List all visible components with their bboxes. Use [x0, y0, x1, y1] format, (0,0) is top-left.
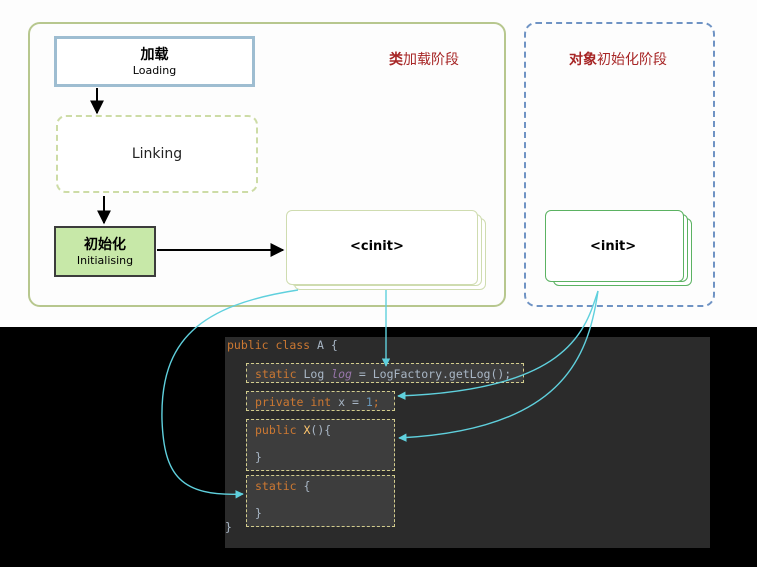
highlight-constructor [246, 419, 395, 471]
class-loading-stage-frame [28, 22, 506, 307]
initialising-en-label: Initialising [76, 253, 134, 267]
code-static-block-rest: { [296, 479, 311, 493]
init-card [545, 210, 684, 282]
code-kw-class: class [275, 338, 311, 352]
code-static-field: static Log log = LogFactory.getLog(); [255, 367, 511, 381]
code-constructor-open: public X(){ [255, 423, 331, 437]
code-num-one: 1 [365, 395, 373, 409]
connector-cinit-to-static-block [161, 289, 299, 499]
connector-init-to-private-field [397, 290, 599, 400]
code-kw-static-block: static [255, 479, 297, 493]
code-static-block-close: } [255, 506, 262, 520]
initialising-node: 初始化 Initialising [54, 226, 156, 277]
init-label: <init> [590, 239, 637, 254]
code-static-block-open: static { [255, 479, 310, 493]
code-type-log: Log [303, 367, 325, 381]
code-kw-static: static [255, 367, 297, 381]
object-init-stage-frame [524, 22, 715, 307]
linking-node: Linking [56, 115, 258, 193]
object-stage-title-strong: 对象 [569, 52, 597, 68]
loading-zh-label: 加载 [140, 46, 169, 63]
code-ctor-name: X [303, 423, 311, 437]
code-semicolon: ; [372, 395, 380, 409]
highlight-private-field [246, 391, 395, 411]
code-kw-public-ctor: public [255, 423, 297, 437]
linking-label: Linking [131, 146, 183, 162]
code-kw-private: private [255, 395, 304, 409]
code-panel: public class A { static Log log = LogFac… [225, 337, 710, 548]
loading-node: 加载 Loading [54, 36, 255, 87]
code-static-field-rest: = LogFactory.getLog(); [351, 367, 512, 381]
loading-en-label: Loading [132, 63, 177, 77]
code-private-field-rest: x = [331, 395, 366, 409]
highlight-static-block [246, 475, 395, 527]
cinit-label: <cinit> [350, 239, 404, 254]
class-stage-title: 类加载阶段 [389, 49, 459, 69]
code-class-name: A [317, 338, 324, 352]
code-constructor-close: } [255, 450, 262, 464]
code-var-log: log [331, 367, 352, 381]
class-stage-title-strong: 类 [389, 52, 403, 68]
code-kw-int: int [310, 395, 332, 409]
connector-init-to-constructor [398, 290, 599, 442]
code-open-brace: { [330, 338, 338, 352]
code-ctor-rest: (){ [310, 423, 332, 437]
code-class-decl: public class A { [227, 338, 338, 352]
code-kw-public: public [227, 338, 269, 352]
object-stage-title-rest: 初始化阶段 [597, 52, 667, 68]
initialising-zh-label: 初始化 [84, 236, 126, 253]
code-private-field: private int x = 1; [255, 395, 380, 409]
class-stage-title-rest: 加载阶段 [403, 52, 459, 68]
cinit-card [286, 210, 478, 285]
code-class-close: } [225, 520, 232, 534]
object-stage-title: 对象初始化阶段 [569, 49, 667, 69]
